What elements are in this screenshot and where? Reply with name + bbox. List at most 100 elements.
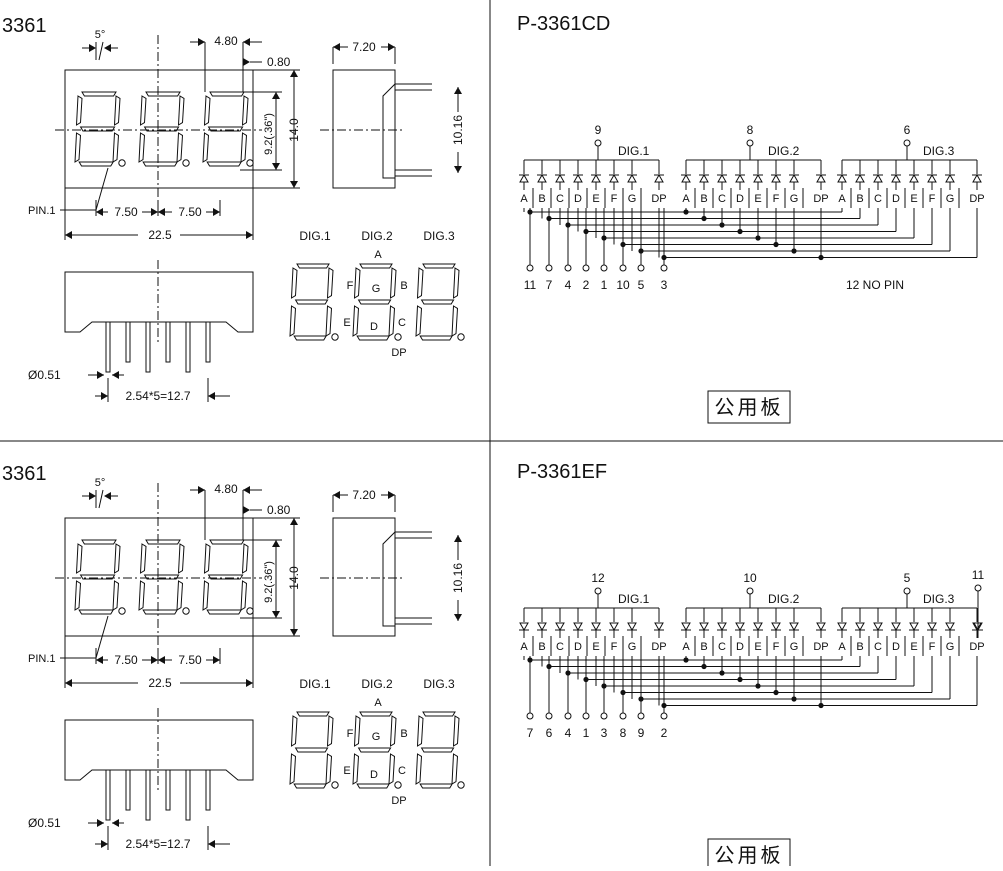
segment-diode <box>537 622 547 632</box>
part-number-title: 3361 <box>2 15 47 37</box>
extra-common-pin: 11 <box>972 568 985 582</box>
segment-outline <box>202 539 249 615</box>
decimal-point <box>331 781 339 789</box>
common-pin-3: 6 <box>904 123 911 137</box>
arrow-head <box>333 491 340 499</box>
diode-triangle <box>909 173 919 183</box>
circuit-title: P-3361CD <box>517 13 610 35</box>
segment-diode <box>654 622 664 632</box>
segment-letter: E <box>592 193 599 205</box>
net-junction <box>755 235 761 241</box>
segment-outline <box>138 91 185 167</box>
diode-triangle <box>945 622 955 632</box>
segment-diode <box>591 173 601 183</box>
bottom-pin <box>205 321 211 363</box>
arrow-head <box>272 540 280 547</box>
pitch-a-label: 7.50 <box>114 205 138 219</box>
segment-letter: B <box>700 193 707 205</box>
seg-f-label: F <box>347 728 354 740</box>
segment-outline <box>74 539 121 615</box>
segment-pin-terminal <box>564 712 572 720</box>
segment-diode <box>573 622 583 632</box>
dig-3-caption: DIG.3 <box>423 229 455 243</box>
common-pin-terminal <box>746 139 754 147</box>
segment-letter: D <box>736 641 744 653</box>
segment-letter: F <box>929 193 936 205</box>
diode-triangle <box>945 173 955 183</box>
seg-a-label: A <box>374 249 382 261</box>
pin-span-label: 2.54*5=12.7 <box>125 837 190 851</box>
arrow-head <box>198 38 205 46</box>
front-digit-1 <box>74 539 126 615</box>
common-pin-2: 8 <box>747 123 754 137</box>
arrow-head <box>213 208 220 216</box>
seg-e-label: E <box>343 317 350 329</box>
segment-diode <box>753 173 763 183</box>
diode-triangle <box>573 173 583 183</box>
seg-width-label: 4.80 <box>214 34 238 48</box>
segment-letter: DP <box>969 193 984 205</box>
common-pin-1: 12 <box>591 571 605 585</box>
diode-triangle <box>873 173 883 183</box>
arrow-head <box>454 535 462 542</box>
segment-diode <box>699 173 709 183</box>
segment-pin-terminal <box>545 712 553 720</box>
circuit-dig-3-label: DIG.3 <box>923 144 955 158</box>
diode-triangle <box>909 622 919 632</box>
decimal-point <box>457 333 465 341</box>
front-digit-2 <box>138 539 190 615</box>
segment-pin-terminal <box>582 264 590 272</box>
segment-outline <box>289 711 334 789</box>
angle-label: 5° <box>95 477 106 489</box>
seg-e-label: E <box>343 765 350 777</box>
segment-outline <box>415 711 460 789</box>
segment-letter: F <box>929 641 936 653</box>
segment-letter: A <box>682 193 690 205</box>
segment-map-digit-3 <box>415 263 465 341</box>
arrow-head <box>246 231 253 239</box>
front-digit-2 <box>138 91 190 167</box>
net-junction <box>773 689 779 696</box>
arrow-head <box>208 392 215 400</box>
diode-triangle <box>609 173 619 183</box>
net-junction <box>755 683 761 689</box>
diode-triangle <box>717 173 727 183</box>
bottom-pin <box>145 769 151 821</box>
segment-diode <box>519 173 529 183</box>
segment-letter: DP <box>651 641 666 653</box>
segment-diode <box>945 173 955 183</box>
front-view-body <box>64 69 254 189</box>
segment-diode <box>927 173 937 183</box>
diode-triangle <box>771 622 781 632</box>
part-number-title: 3361 <box>2 463 47 485</box>
dig-3-caption: DIG.3 <box>423 677 455 691</box>
segment-letter: D <box>574 193 582 205</box>
segment-diode <box>717 622 727 632</box>
common-pin-terminal <box>746 587 754 595</box>
segment-diode <box>945 622 955 632</box>
arrow-head <box>158 656 165 664</box>
front-digit-3 <box>202 539 254 615</box>
arrow-head <box>65 679 72 687</box>
segment-pin-terminal <box>600 264 608 272</box>
diode-triangle <box>753 622 763 632</box>
side-view-body <box>332 517 396 637</box>
decimal-point <box>457 781 465 789</box>
segment-letter: E <box>754 193 761 205</box>
segment-letter: G <box>790 641 799 653</box>
side-view-body <box>332 69 396 189</box>
arrow-head <box>112 819 119 827</box>
diode-triangle <box>555 173 565 183</box>
segment-diode <box>816 622 826 632</box>
digit-height-label: 9.2(.36") <box>263 113 275 155</box>
front-digit-1 <box>74 91 126 167</box>
pin-diameter-label: Ø0.51 <box>28 368 61 382</box>
diode-triangle <box>555 622 565 632</box>
diode-triangle <box>519 173 529 183</box>
segment-letter: B <box>700 641 707 653</box>
segment-diode <box>927 622 937 632</box>
